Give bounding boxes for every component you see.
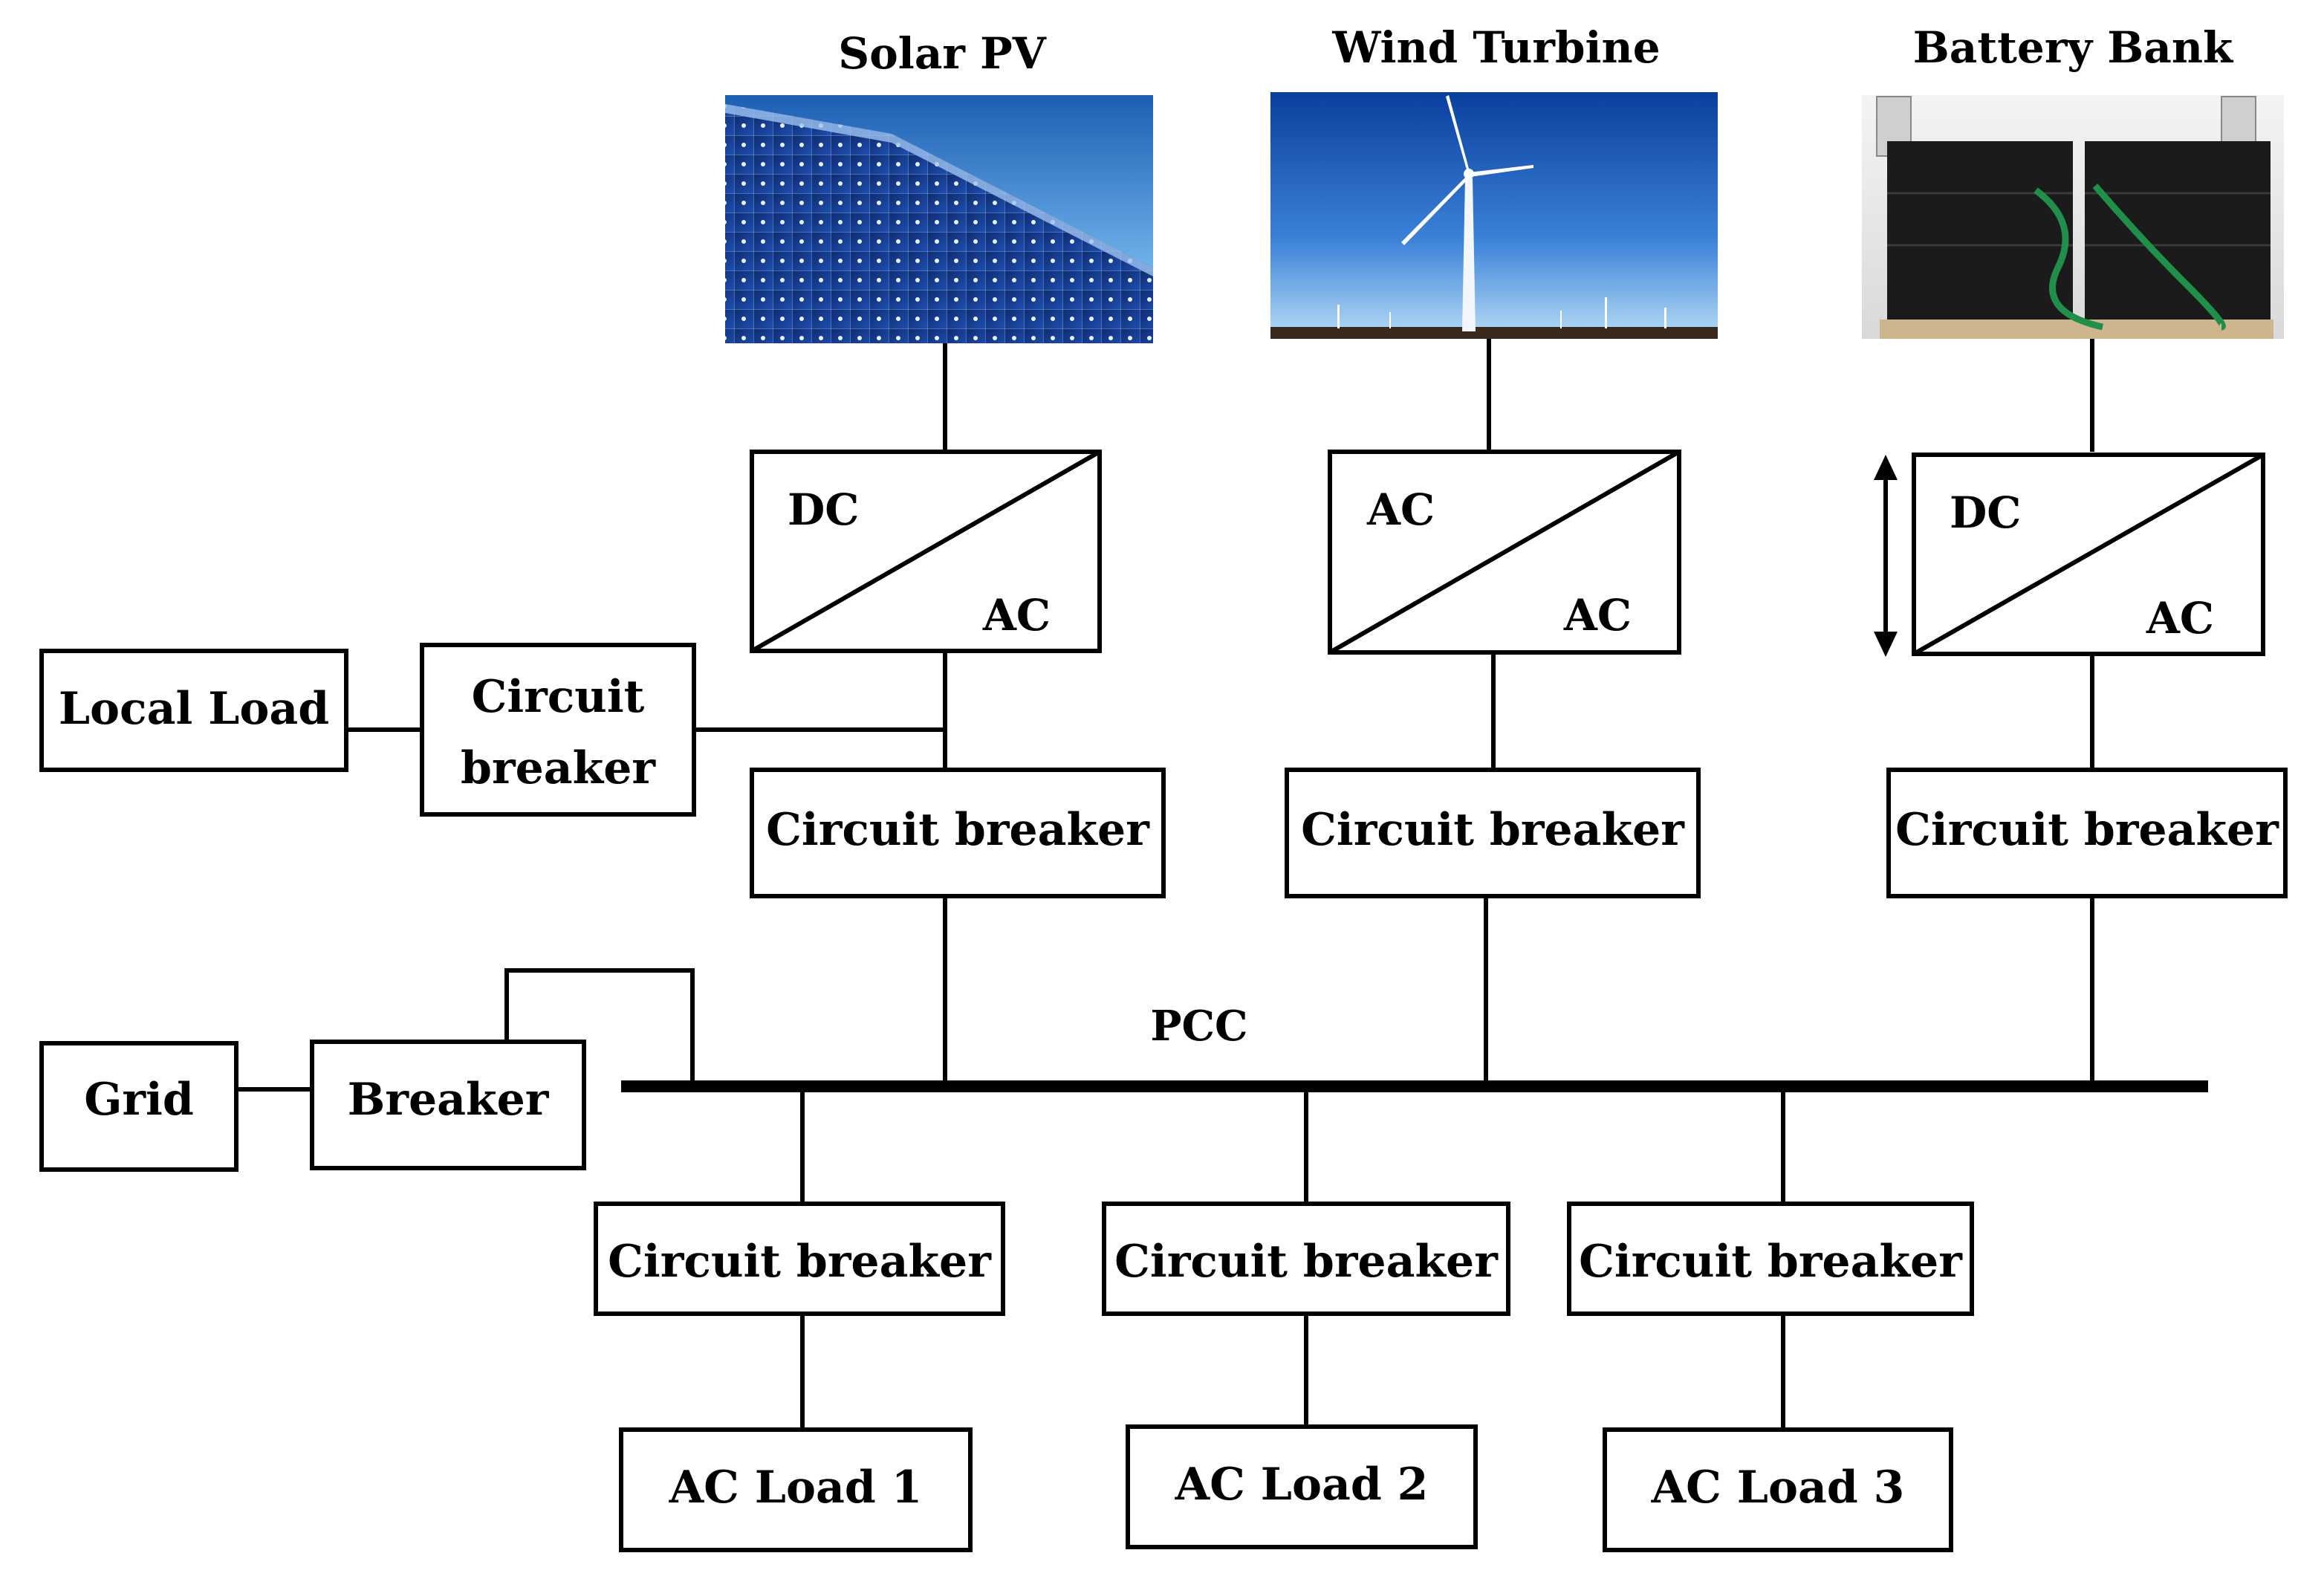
svg-text:Circuit breaker: Circuit breaker (1895, 804, 2279, 856)
solar-converter-in: DC (788, 484, 859, 535)
svg-text:Circuit breaker: Circuit breaker (608, 1236, 992, 1288)
solar-converter: DC AC (750, 450, 1102, 653)
svg-text:Circuit: Circuit (472, 671, 645, 723)
local-load: Local Load (39, 649, 348, 772)
battery-converter-in: DC (1950, 487, 2021, 538)
svg-text:Circuit breaker: Circuit breaker (766, 804, 1150, 856)
ac-load-3: AC Load 3 (1603, 1427, 1953, 1552)
solar-circuit-breaker: Circuit breaker (750, 768, 1166, 898)
svg-text:AC Load 3: AC Load 3 (1651, 1462, 1905, 1514)
grid-box: Grid (39, 1041, 238, 1172)
solar-converter-out: AC (982, 590, 1051, 641)
svg-text:Circuit breaker: Circuit breaker (1114, 1236, 1499, 1288)
svg-text:AC Load 1: AC Load 1 (669, 1462, 923, 1514)
svg-text:Circuit breaker: Circuit breaker (1301, 804, 1685, 856)
wind-circuit-breaker: Circuit breaker (1285, 768, 1701, 898)
svg-text:Circuit breaker: Circuit breaker (1579, 1236, 1963, 1288)
svg-text:Grid: Grid (84, 1074, 194, 1126)
wind-turbine-image (1270, 92, 1718, 339)
local-circuit-breaker: Circuit breaker (420, 643, 696, 817)
wind-converter-in: AC (1366, 484, 1435, 535)
svg-text:breaker: breaker (461, 742, 656, 794)
wind-converter-out: AC (1563, 590, 1632, 641)
pcc-label: PCC (1150, 1002, 1247, 1051)
battery-converter: DC AC (1912, 453, 2265, 656)
svg-text:AC Load 2: AC Load 2 (1175, 1459, 1429, 1511)
battery-bank-title: Battery Bank (1913, 22, 2234, 73)
solar-pv-image (725, 95, 1153, 343)
grid-breaker: Breaker (310, 1040, 586, 1170)
bidirectional-arrow-icon (1874, 455, 1898, 657)
solar-pv-title: Solar PV (838, 28, 1047, 79)
load3-circuit-breaker: Circuit breaker (1567, 1202, 1974, 1316)
wind-converter: AC AC (1328, 450, 1681, 655)
ac-load-1: AC Load 1 (619, 1427, 973, 1552)
ac-load-2: AC Load 2 (1126, 1424, 1478, 1549)
load2-circuit-breaker: Circuit breaker (1102, 1202, 1510, 1316)
wind-turbine-title: Wind Turbine (1331, 22, 1660, 73)
svg-text:Breaker: Breaker (348, 1074, 550, 1126)
battery-converter-out: AC (2146, 593, 2214, 643)
load1-circuit-breaker: Circuit breaker (594, 1202, 1005, 1316)
battery-bank-image (1862, 95, 2284, 339)
battery-circuit-breaker: Circuit breaker (1886, 768, 2288, 898)
connection-wires (236, 339, 2094, 1430)
svg-text:Local Load: Local Load (59, 683, 329, 735)
